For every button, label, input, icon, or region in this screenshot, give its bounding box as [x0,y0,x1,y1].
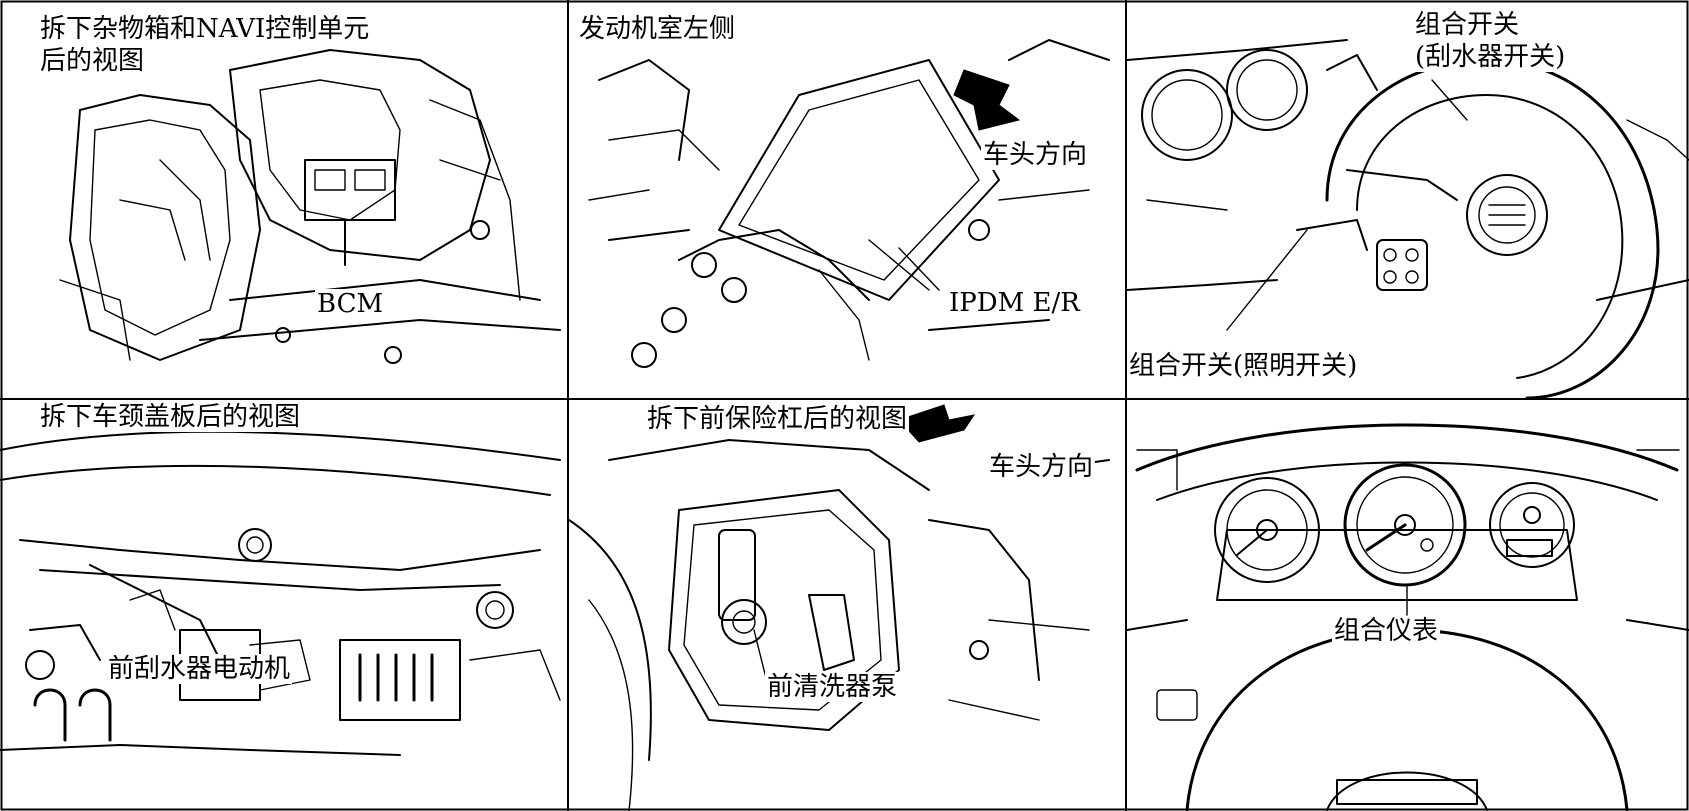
bcm-label: BCM [315,289,386,319]
lighting-switch-label: 组合开关(照明开关) [1127,351,1360,381]
combination-switch-illustration [1127,39,1689,398]
instrument-cluster-label: 组合仪表 [1332,616,1441,646]
instrument-cluster-illustration [1127,423,1689,811]
panel-front-bumper: 拆下前保险杠后的视图 车头方向 前清洗器泵 [569,400,1125,811]
panel2-direction-label: 车头方向 [981,140,1090,170]
panel5-title: 拆下前保险杠后的视图 [645,404,910,434]
panel-cowl-cover: 拆下车颈盖板后的视图 前刮水器电动机 [0,400,567,811]
front-washer-pump-label: 前清洗器泵 [765,672,900,702]
panel2-title: 发动机室左侧 [577,14,738,44]
front-wiper-motor-label: 前刮水器电动机 [106,654,293,684]
panel4-title: 拆下车颈盖板后的视图 [38,402,303,432]
ipdm-er-label: IPDM E/R [947,288,1082,318]
panel-glovebox-bcm: 拆下杂物箱和NAVI控制单元 后的视图 BCM [0,0,567,398]
panel3-title-line2: (刮水器开关) [1413,42,1568,72]
panel5-direction-label: 车头方向 [987,452,1096,482]
panel1-title-line2: 后的视图 [38,46,147,76]
cowl-cover-illustration [0,430,561,756]
panel1-title-line1: 拆下杂物箱和NAVI控制单元 [38,14,372,44]
panel-combination-switch: 组合开关 (刮水器开关) 组合开关(照明开关) [1127,0,1689,398]
panel-engine-left: 发动机室左侧 车头方向 IPDM E/R [569,0,1125,398]
panel3-title-line1: 组合开关 [1413,10,1522,40]
engine-left-illustration [588,39,1110,368]
panel-instrument-cluster: 组合仪表 [1127,400,1689,811]
